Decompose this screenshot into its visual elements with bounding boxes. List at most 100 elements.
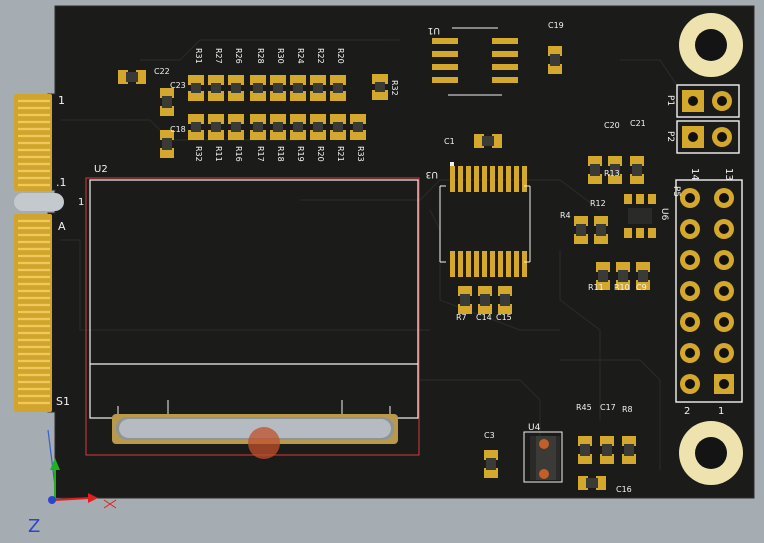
resistor-label-bottom: R33 — [356, 146, 365, 162]
resistor-label-bottom: R20 — [316, 146, 325, 162]
passive-label: C16 — [616, 485, 632, 494]
passive-part: C15 — [496, 286, 512, 322]
u4-component: U4 — [523, 423, 563, 483]
passive-label: C21 — [630, 119, 646, 128]
resistor-label-top: R26 — [234, 48, 243, 64]
passive-part: R10 — [614, 262, 630, 292]
mounting-hole-bottom — [679, 421, 743, 485]
resistor-label-bottom: R11 — [214, 146, 223, 162]
u6-label: U6 — [659, 208, 669, 221]
passive-label: R12 — [590, 199, 606, 208]
resistor-array-bottom — [188, 114, 366, 140]
resistor-label-top: R22 — [316, 48, 325, 64]
passive-part: R45 — [576, 403, 592, 464]
edge-label-1: 1 — [58, 94, 65, 107]
passive-part: C22 — [118, 67, 170, 84]
header-label-2: 2 — [684, 406, 690, 417]
header-label-13: 13 — [723, 168, 734, 181]
resistor-bottom-2 — [228, 114, 244, 140]
passive-part: C9 — [636, 262, 650, 292]
passive-part: C23 — [160, 81, 186, 116]
passive-label: C19 — [548, 21, 564, 30]
resistor-label-top: R20 — [336, 48, 345, 64]
u1-label: U1 — [428, 25, 440, 35]
passive-label: C9 — [636, 283, 647, 292]
passive-label: R11 — [588, 283, 604, 292]
cursor-marker — [248, 427, 280, 459]
edge-connector-top — [14, 94, 52, 191]
resistor-bottom-3 — [250, 114, 266, 140]
passive-part: C20 — [588, 121, 620, 184]
passive-label: R8 — [622, 405, 633, 414]
header-label-p5: P5 — [671, 186, 681, 197]
passive-label: C20 — [604, 121, 620, 130]
edge-connector-bottom — [14, 214, 52, 412]
passive-label: C3 — [484, 431, 495, 440]
u3-label: U3 — [426, 169, 438, 179]
passive-label: C1 — [444, 137, 455, 146]
resistor-label-top: R31 — [194, 48, 203, 64]
u4-label: U4 — [528, 423, 541, 433]
resistor-bottom-1 — [208, 114, 224, 140]
u6-component: U6 — [624, 194, 669, 238]
header-label-1: 1 — [718, 406, 724, 417]
resistor-bottom-6 — [310, 114, 326, 140]
resistor-label-top: R24 — [296, 48, 305, 64]
edge-label-dot1: .1 — [56, 176, 67, 189]
resistor-top-8 — [372, 74, 388, 100]
u3-component: U3 — [426, 162, 531, 277]
passive-part: C18 — [160, 125, 186, 158]
axis-gizmo: Z — [28, 429, 117, 537]
passive-label: R4 — [560, 211, 571, 220]
passive-label: C15 — [496, 313, 512, 322]
resistor-top-4 — [270, 75, 286, 101]
header-p1: P1 — [665, 84, 740, 118]
resistor-bottom-7 — [330, 114, 346, 140]
resistor-label-bottom: R19 — [296, 146, 305, 162]
passive-label: C23 — [170, 81, 186, 90]
u1-component: U1 — [428, 25, 518, 96]
passive-part: C3 — [484, 431, 498, 478]
passive-label: C17 — [600, 403, 616, 412]
passive-part: C19 — [548, 21, 564, 74]
resistor-top-6 — [310, 75, 326, 101]
resistor-top-2 — [228, 75, 244, 101]
resistor-label-top: R30 — [276, 48, 285, 64]
header-14pin: 14 13 2 1 P5 — [671, 168, 743, 417]
passive-part: R8 — [622, 405, 636, 464]
resistor-bottom-0 — [188, 114, 204, 140]
passive-label: C22 — [154, 67, 170, 76]
resistor-label-bottom: R32 — [194, 146, 203, 162]
passive-label: R10 — [614, 283, 630, 292]
passive-part: C14 — [476, 286, 492, 322]
resistor-top-3 — [250, 75, 266, 101]
passive-part: R4 — [560, 211, 608, 244]
passive-part: R13 — [604, 156, 622, 184]
connector-key-slot — [14, 193, 64, 211]
resistor-top-5 — [290, 75, 306, 101]
edge-label-a: A — [58, 220, 66, 233]
u2-component: U2 1 — [78, 164, 420, 459]
axis-z-label: Z — [28, 516, 40, 537]
passive-part: C1 — [444, 134, 502, 148]
passive-part: R11 — [588, 262, 610, 292]
passive-part: C17 — [600, 403, 616, 464]
resistor-top-0 — [188, 75, 204, 101]
passive-part: C16 — [578, 476, 632, 494]
p1-label: P1 — [665, 95, 675, 106]
resistor-label-bottom: R16 — [234, 146, 243, 162]
passive-label: R7 — [456, 313, 467, 322]
resistor-top-7 — [330, 75, 346, 101]
passive-part: R12 — [574, 199, 606, 244]
resistor-label-bottom: R18 — [276, 146, 285, 162]
resistor-label-bottom: R21 — [336, 146, 345, 162]
passive-part: C21 — [630, 119, 646, 184]
svg-text:1: 1 — [78, 197, 84, 208]
resistor-label-top: R28 — [256, 48, 265, 64]
mounting-hole-top — [679, 13, 743, 77]
